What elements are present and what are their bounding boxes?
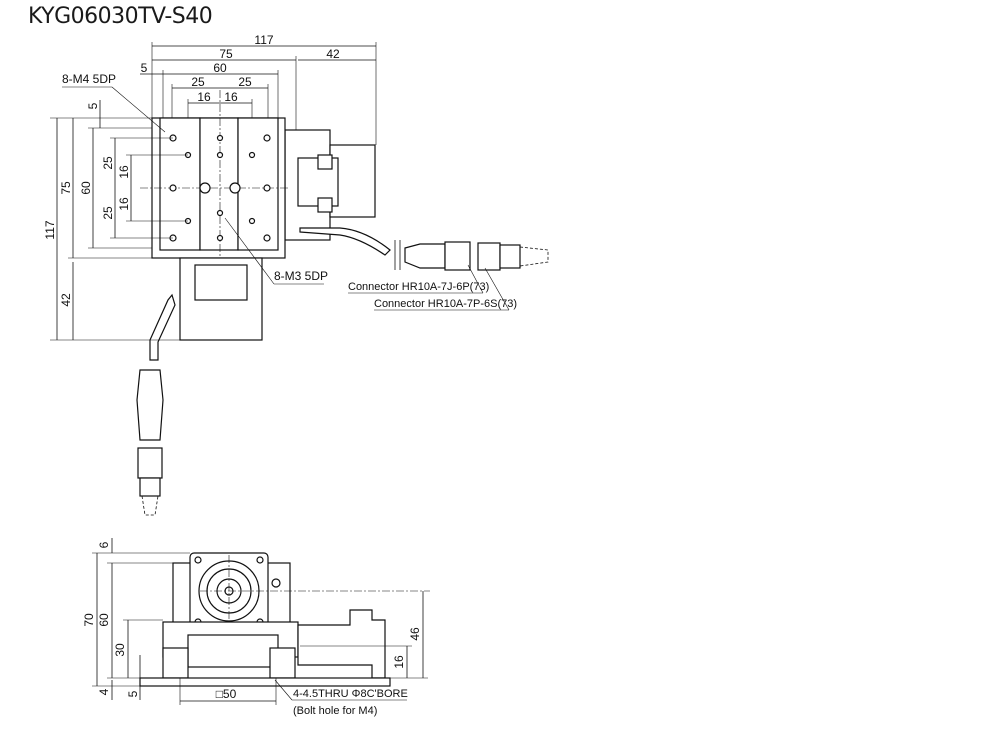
dim-left-75: 75 (59, 181, 73, 195)
connector-bottom-1 (136, 369, 164, 441)
connector-bottom-2 (137, 447, 163, 516)
dim-16-left: 16 (197, 90, 211, 104)
dim-117: 117 (254, 33, 273, 47)
dim-5: 5 (141, 61, 148, 75)
side-foot-right (269, 647, 296, 679)
dim-side-5: 5 (126, 690, 140, 697)
dim-16-right: 16 (224, 90, 238, 104)
dim-left-42: 42 (59, 293, 73, 307)
motor-screw (317, 154, 333, 170)
dim-left-60: 60 (79, 181, 93, 195)
dim-square-50: □50 (216, 687, 237, 701)
side-base (139, 677, 391, 687)
dim-46: 46 (408, 627, 422, 641)
connector-right-2 (477, 242, 549, 271)
dim-4: 4 (97, 688, 111, 695)
stage-block-left (159, 117, 201, 251)
side-lower-body (187, 634, 279, 668)
dim-75: 75 (219, 47, 233, 61)
connector-right-1 (404, 241, 471, 271)
callout-connector-1: Connector HR10A-7J-6P(73) (348, 281, 489, 293)
dim-left-5: 5 (86, 102, 100, 109)
dim-left-117: 117 (43, 220, 57, 239)
callout-bolt-note: (Bolt hole for M4) (293, 705, 377, 717)
dim-left-16-top: 16 (117, 165, 131, 179)
motor-screw (317, 197, 333, 213)
side-foot-left (162, 647, 189, 679)
dim-25-right: 25 (238, 75, 252, 89)
dim-side-60: 60 (97, 613, 111, 627)
dim-left-25-top: 25 (101, 156, 115, 170)
dim-6: 6 (97, 541, 111, 548)
side-view: 6 70 60 30 4 5 □50 46 16 4-4.5THRU Φ8C'B… (82, 538, 430, 717)
drawing-title: KYG06030TV-S40 (28, 4, 213, 29)
dim-left-16-bottom: 16 (117, 197, 131, 211)
dim-70: 70 (82, 613, 96, 627)
stage-block-right (237, 117, 279, 251)
callout-bolt-hole: 4-4.5THRU Φ8C'BORE (293, 688, 408, 700)
dim-side-16: 16 (392, 655, 406, 669)
dim-left-25-bottom: 25 (101, 206, 115, 220)
side-motor-bracket (297, 609, 386, 679)
dim-30: 30 (113, 643, 127, 657)
cable-right (299, 227, 391, 256)
callout-m3-holes: 8-M3 5DP (274, 269, 328, 283)
top-dimensions (50, 42, 377, 341)
callout-m4-holes: 8-M4 5DP (62, 72, 116, 86)
dim-42: 42 (326, 47, 340, 61)
dim-25-left: 25 (191, 75, 205, 89)
dim-60: 60 (213, 61, 227, 75)
top-view: 117 75 42 5 60 25 25 16 16 5 117 75 60 2… (43, 33, 549, 516)
callout-connector-2: Connector HR10A-7P-6S(73) (374, 298, 517, 310)
cable-bottom (149, 293, 176, 361)
bottom-motor-coupling (194, 264, 248, 301)
side-dimensions (92, 538, 428, 705)
